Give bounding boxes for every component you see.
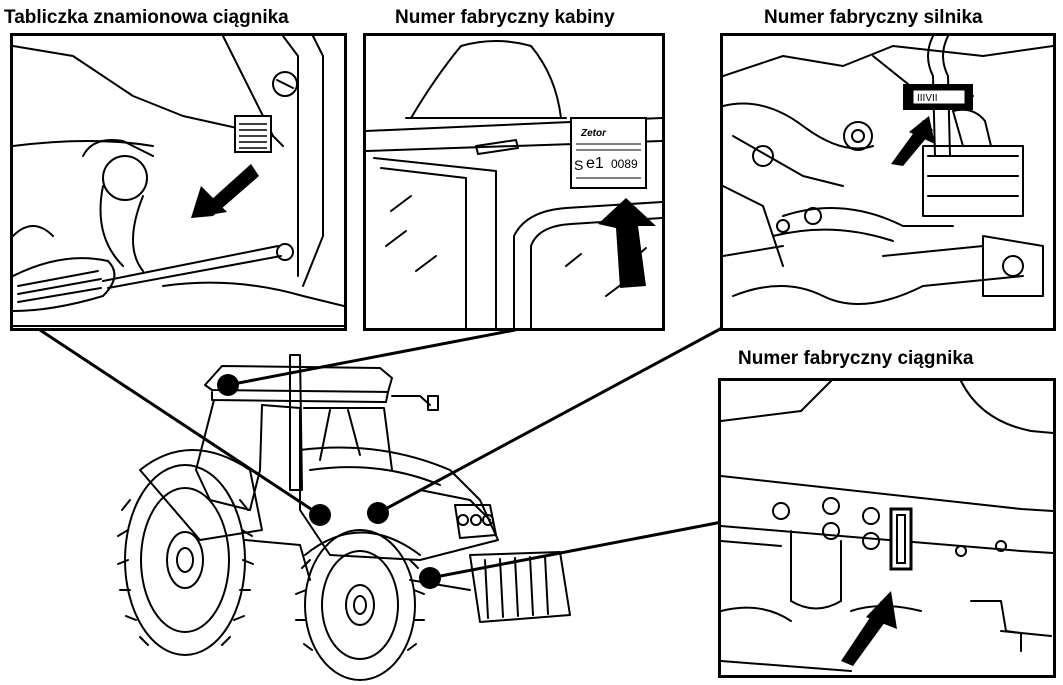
cab-plate-number: 0089 — [611, 157, 638, 171]
marker-tractor-plate — [309, 504, 331, 526]
tractor-plate-drawing — [13, 36, 344, 328]
panel-tractor-plate — [10, 33, 347, 331]
engine-serial-drawing: IIIVII — [723, 36, 1053, 328]
leader-line-tractor-plate — [40, 330, 320, 515]
cab-plate-brand: Zetor — [580, 128, 607, 139]
marker-tractor-serial — [419, 567, 441, 589]
arrow-icon — [598, 198, 656, 288]
panel-engine-serial: IIIVII — [720, 33, 1056, 331]
marker-cab-serial — [217, 374, 239, 396]
leader-line-cab-serial — [228, 330, 515, 385]
cab-plate-prefix: S — [574, 157, 583, 173]
leader-line-tractor-serial — [430, 522, 722, 578]
marker-engine-serial — [367, 502, 389, 524]
engine-plate-text: IIIVII — [917, 93, 938, 104]
cab-serial-drawing: Zetor S e1 0089 — [366, 36, 662, 328]
cab-plate-marking: e1 — [586, 155, 604, 172]
tractor-serial-drawing — [721, 381, 1053, 675]
panel-tractor-serial — [718, 378, 1056, 678]
leader-line-engine-serial — [378, 328, 722, 513]
panel-cab-serial: Zetor S e1 0089 — [363, 33, 665, 331]
